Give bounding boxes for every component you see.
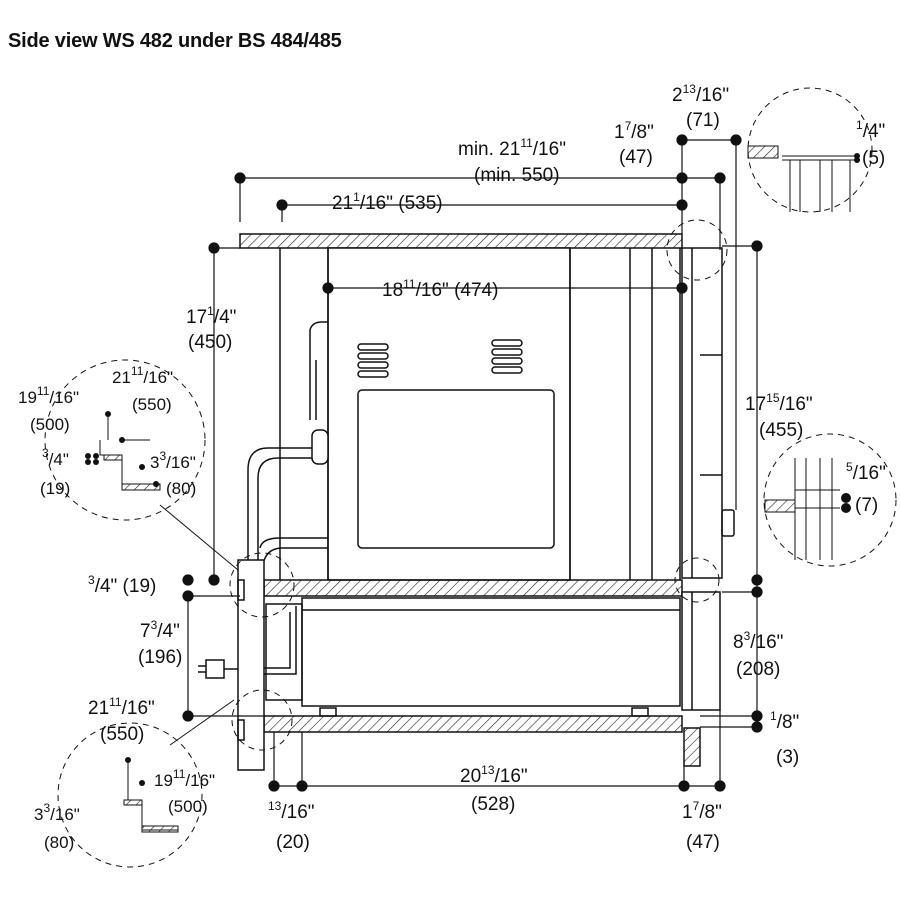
svg-text:(550): (550) <box>132 395 172 414</box>
svg-text:(528): (528) <box>471 794 515 815</box>
svg-text:(3): (3) <box>776 747 799 768</box>
svg-text:3/4": 3/4" <box>42 446 69 469</box>
page-title: Side view WS 482 under BS 484/485 <box>8 30 342 52</box>
svg-text:3/4" (19): 3/4" (19) <box>88 573 156 597</box>
bottom-slab <box>263 715 683 733</box>
svg-text:(47): (47) <box>686 832 720 853</box>
svg-text:(208): (208) <box>736 659 780 680</box>
svg-text:2111/16": 2111/16" <box>88 695 155 719</box>
middle-slab <box>263 579 683 597</box>
svg-text:33/16": 33/16" <box>34 801 80 824</box>
svg-text:(500): (500) <box>30 415 70 434</box>
detail-circle-bottom-left <box>57 722 203 868</box>
svg-text:2013/16": 2013/16" <box>460 763 528 787</box>
svg-text:33/16": 33/16" <box>150 449 196 472</box>
top-slab <box>239 233 683 249</box>
svg-text:17/8": 17/8" <box>614 119 654 143</box>
svg-text:(80): (80) <box>44 833 74 852</box>
svg-text:171/4": 171/4" <box>186 304 236 328</box>
svg-text:(450): (450) <box>188 332 232 353</box>
svg-text:(80): (80) <box>166 479 196 498</box>
svg-text:1/8": 1/8" <box>770 709 799 733</box>
cabinet-structure <box>198 233 735 771</box>
svg-text:(550): (550) <box>100 724 144 745</box>
svg-text:(19): (19) <box>40 479 70 498</box>
oven-door <box>681 247 723 579</box>
svg-text:(71): (71) <box>686 110 720 131</box>
svg-text:213/16": 213/16" <box>672 82 729 106</box>
oven-window <box>357 389 555 549</box>
dimension-labels: min. 2111/16" (min. 550) 211/16" (535) 2… <box>18 82 886 853</box>
power-plug <box>205 659 225 679</box>
svg-text:(47): (47) <box>619 147 653 168</box>
svg-text:1911/16": 1911/16" <box>154 767 215 790</box>
svg-text:73/4": 73/4" <box>140 618 180 642</box>
detail-circle-mid-right <box>763 433 897 567</box>
svg-text:(196): (196) <box>138 647 182 668</box>
svg-text:13/16": 13/16" <box>268 799 315 823</box>
svg-text:211/16" (535): 211/16" (535) <box>332 190 443 214</box>
svg-text:17/8": 17/8" <box>682 799 722 823</box>
svg-text:1/4": 1/4" <box>856 118 885 142</box>
svg-text:1911/16": 1911/16" <box>18 384 79 407</box>
svg-text:83/16": 83/16" <box>733 629 783 653</box>
door-handle <box>721 509 735 537</box>
oven-body <box>327 247 571 581</box>
svg-text:5/16": 5/16" <box>846 460 886 484</box>
svg-text:1715/16": 1715/16" <box>745 391 813 415</box>
detail-callouts <box>44 87 897 868</box>
svg-text:(455): (455) <box>759 420 803 441</box>
vent-right <box>491 339 523 374</box>
svg-text:(7): (7) <box>855 495 878 516</box>
svg-text:(20): (20) <box>276 832 310 853</box>
detail-circle-top-right <box>747 87 873 213</box>
svg-text:min. 2111/16": min. 2111/16" <box>458 136 566 160</box>
svg-text:2111/16": 2111/16" <box>112 364 173 387</box>
detail-circle-left <box>44 359 206 521</box>
warming-drawer <box>301 597 681 707</box>
svg-text:1811/16" (474): 1811/16" (474) <box>382 277 498 301</box>
dimension-lines <box>182 134 763 792</box>
svg-text:(5): (5) <box>862 148 885 169</box>
vent-left <box>357 343 389 378</box>
svg-text:(500): (500) <box>168 797 208 816</box>
svg-text:(min. 550): (min. 550) <box>474 165 560 186</box>
